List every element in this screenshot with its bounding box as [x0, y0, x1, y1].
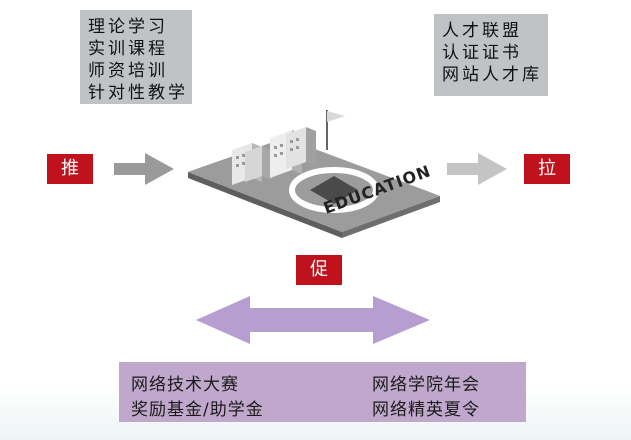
activity-item: 网络精英夏令 [372, 400, 480, 420]
left-feature-box: 理论学习 实训课程 师资培训 针对性教学 [80, 10, 192, 104]
buildings-icon [232, 110, 345, 185]
left-box-line: 针对性教学 [88, 83, 188, 103]
pull-arrow [447, 153, 507, 185]
right-box-line: 认证证书 [442, 43, 522, 63]
left-box-line: 理论学习 [88, 17, 168, 37]
activity-item: 网络技术大赛 [131, 375, 239, 395]
push-label: 推 [47, 154, 93, 184]
right-box-line: 人才联盟 [442, 21, 522, 41]
push-arrow [114, 153, 174, 185]
promote-activities-box: 网络技术大赛 奖励基金/助学金 网络学院年会 网络精英夏令 [119, 362, 526, 422]
promote-double-arrow [196, 296, 430, 344]
left-box-line: 师资培训 [88, 61, 168, 81]
promote-label: 促 [296, 255, 342, 285]
activity-item: 网络学院年会 [372, 375, 480, 395]
right-feature-box: 人才联盟 认证证书 网站人才库 [434, 14, 548, 96]
left-box-line: 实训课程 [88, 39, 168, 59]
pull-label: 拉 [524, 154, 570, 184]
right-box-line: 网站人才库 [442, 65, 542, 85]
activity-item: 奖励基金/助学金 [131, 400, 264, 420]
education-platform: EDUCATION [188, 110, 440, 238]
